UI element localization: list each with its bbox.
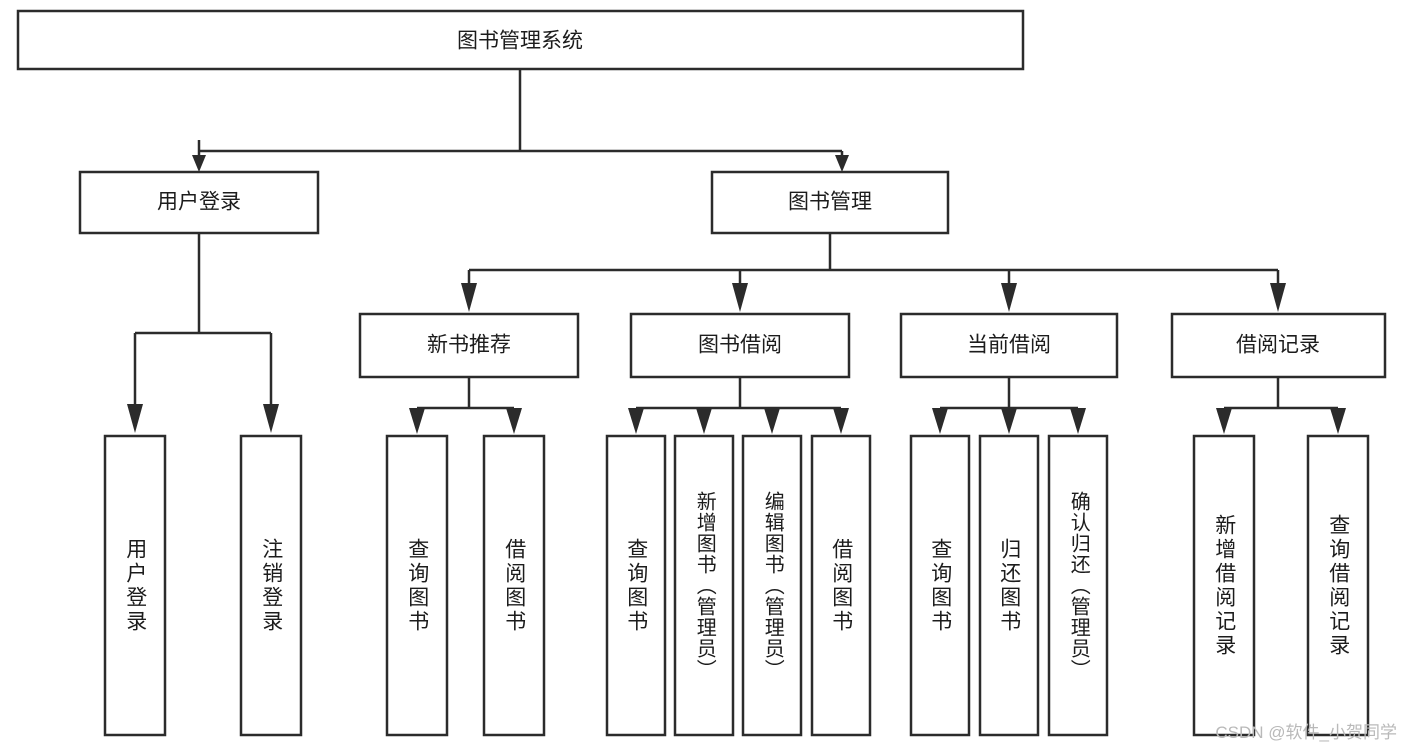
- arrowhead-book-manage: [835, 155, 849, 172]
- leaf-box-borrow-4[interactable]: [810, 434, 872, 737]
- leaf-box-record-2[interactable]: [1306, 434, 1370, 737]
- leaf-box-borrow-1[interactable]: [605, 434, 667, 737]
- arrowhead-new-book: [461, 283, 477, 312]
- arrowhead-record-leaf-1: [1216, 408, 1232, 434]
- node-new-book-recommend-label: 新书推荐: [427, 334, 511, 357]
- node-book-borrow-box[interactable]: [629, 312, 851, 379]
- node-root[interactable]: 图书管理系统: [16, 9, 1025, 71]
- node-user-login-label: 用户登录: [157, 191, 241, 214]
- node-user-login-box[interactable]: [78, 170, 320, 235]
- connector-layer: [127, 69, 1346, 434]
- node-book-borrow[interactable]: 图书借阅: [629, 312, 851, 379]
- arrowhead-newbook-leaf-2: [506, 408, 522, 434]
- node-root-box[interactable]: [16, 9, 1025, 71]
- leaf-box-current-2[interactable]: [978, 434, 1040, 737]
- arrowhead-user-login: [192, 155, 206, 172]
- arrowhead-borrow-record: [1270, 283, 1286, 312]
- node-new-book-recommend-box[interactable]: [358, 312, 580, 379]
- node-borrow-record-box[interactable]: [1170, 312, 1387, 379]
- node-borrow-record[interactable]: 借阅记录: [1170, 312, 1387, 379]
- leaf-box-record-1[interactable]: [1192, 434, 1256, 737]
- node-user-login[interactable]: 用户登录: [78, 170, 320, 235]
- arrowhead-borrow-leaf-2: [696, 408, 712, 434]
- node-root-label: 图书管理系统: [457, 30, 583, 53]
- watermark-text: CSDN @软件_小贺同学: [1215, 723, 1397, 742]
- arrowhead-current-leaf-2: [1001, 408, 1017, 434]
- leaf-box-current-1[interactable]: [909, 434, 971, 737]
- leaf-box-borrow-2[interactable]: [673, 434, 735, 737]
- node-new-book-recommend[interactable]: 新书推荐: [358, 312, 580, 379]
- node-book-manage-label: 图书管理: [788, 191, 872, 214]
- arrowhead-borrow-leaf-3: [764, 408, 780, 434]
- arrowhead-current-borrow: [1001, 283, 1017, 312]
- node-book-manage[interactable]: 图书管理: [710, 170, 950, 235]
- arrowhead-current-leaf-3: [1070, 408, 1086, 434]
- node-current-borrow-box[interactable]: [899, 312, 1119, 379]
- arrowhead-borrow-leaf-1: [628, 408, 644, 434]
- leaf-box-newbook-1[interactable]: [385, 434, 449, 737]
- leaf-box-borrow-3[interactable]: [741, 434, 803, 737]
- arrowhead-leaf-logout: [263, 404, 279, 433]
- node-current-borrow[interactable]: 当前借阅: [899, 312, 1119, 379]
- node-current-borrow-label: 当前借阅: [967, 334, 1051, 357]
- leaf-box-user-login-2[interactable]: [239, 434, 303, 737]
- leaf-box-user-login-1[interactable]: [103, 434, 167, 737]
- node-book-manage-box[interactable]: [710, 170, 950, 235]
- arrowhead-borrow-leaf-4: [833, 408, 849, 434]
- leaf-box-newbook-2[interactable]: [482, 434, 546, 737]
- node-book-borrow-label: 图书借阅: [698, 334, 782, 357]
- arrowhead-book-borrow: [732, 283, 748, 312]
- arrowhead-record-leaf-2: [1330, 408, 1346, 434]
- arrowhead-leaf-user-login: [127, 404, 143, 433]
- leaf-box-current-3[interactable]: [1047, 434, 1109, 737]
- arrowhead-newbook-leaf-1: [409, 408, 425, 434]
- arrowhead-current-leaf-1: [932, 408, 948, 434]
- node-borrow-record-label: 借阅记录: [1236, 334, 1320, 357]
